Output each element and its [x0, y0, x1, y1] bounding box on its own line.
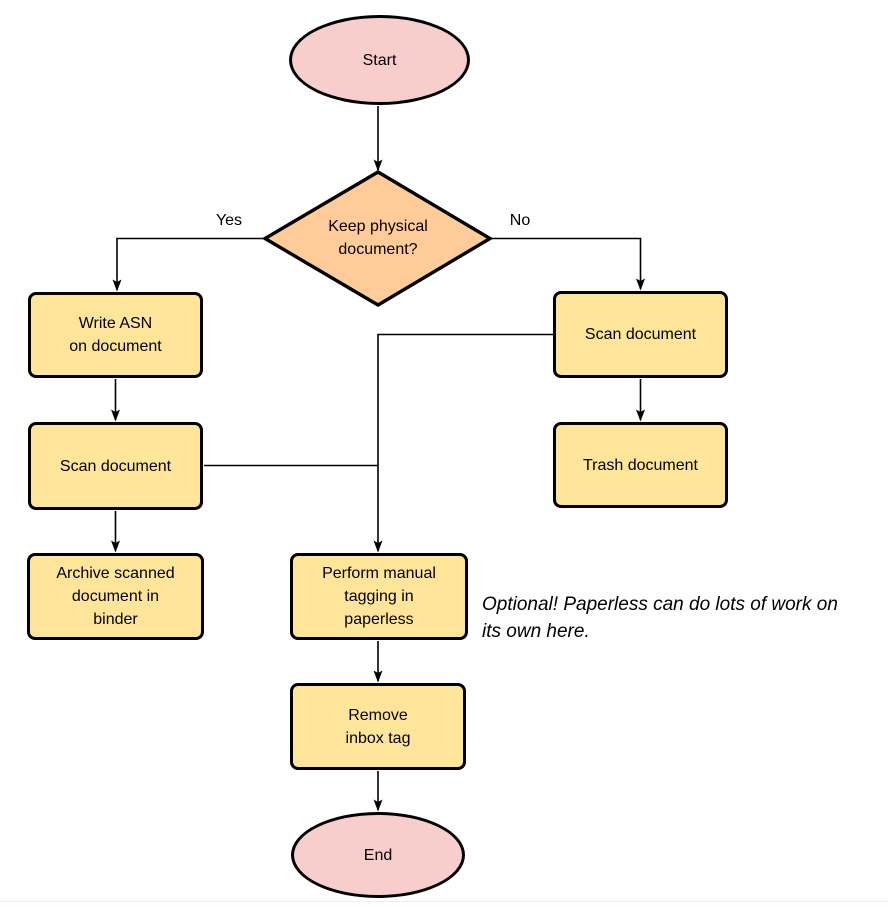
edge-label-yes: Yes	[215, 212, 243, 229]
page-bottom-divider	[0, 901, 888, 902]
node-end: End	[291, 812, 465, 898]
node-start: Start	[289, 15, 470, 105]
edge-decision-no-to-scan-right	[490, 237, 645, 291]
node-write-asn: Write ASN on document	[28, 292, 203, 378]
node-remove-inbox-tag: Remove inbox tag	[290, 683, 466, 770]
page-bottom-strip	[0, 902, 888, 907]
node-archive-scanned: Archive scanned document in binder	[27, 553, 204, 640]
annotation-optional-note: Optional! Paperless can do lots of work …	[482, 594, 838, 642]
decision-diamond-shape	[261, 170, 494, 307]
edge-label-no: No	[509, 212, 531, 229]
node-scan-document-right: Scan document	[553, 291, 728, 378]
node-manual-tagging: Perform manual tagging in paperless	[290, 553, 468, 640]
edge-scan-right-to-tagging	[373, 333, 553, 553]
edge-decision-yes-to-write-asn	[112, 237, 265, 292]
node-decision-label: Keep physical document?	[328, 218, 428, 258]
node-trash-document: Trash document	[553, 422, 728, 508]
node-scan-document-left: Scan document	[28, 422, 203, 510]
